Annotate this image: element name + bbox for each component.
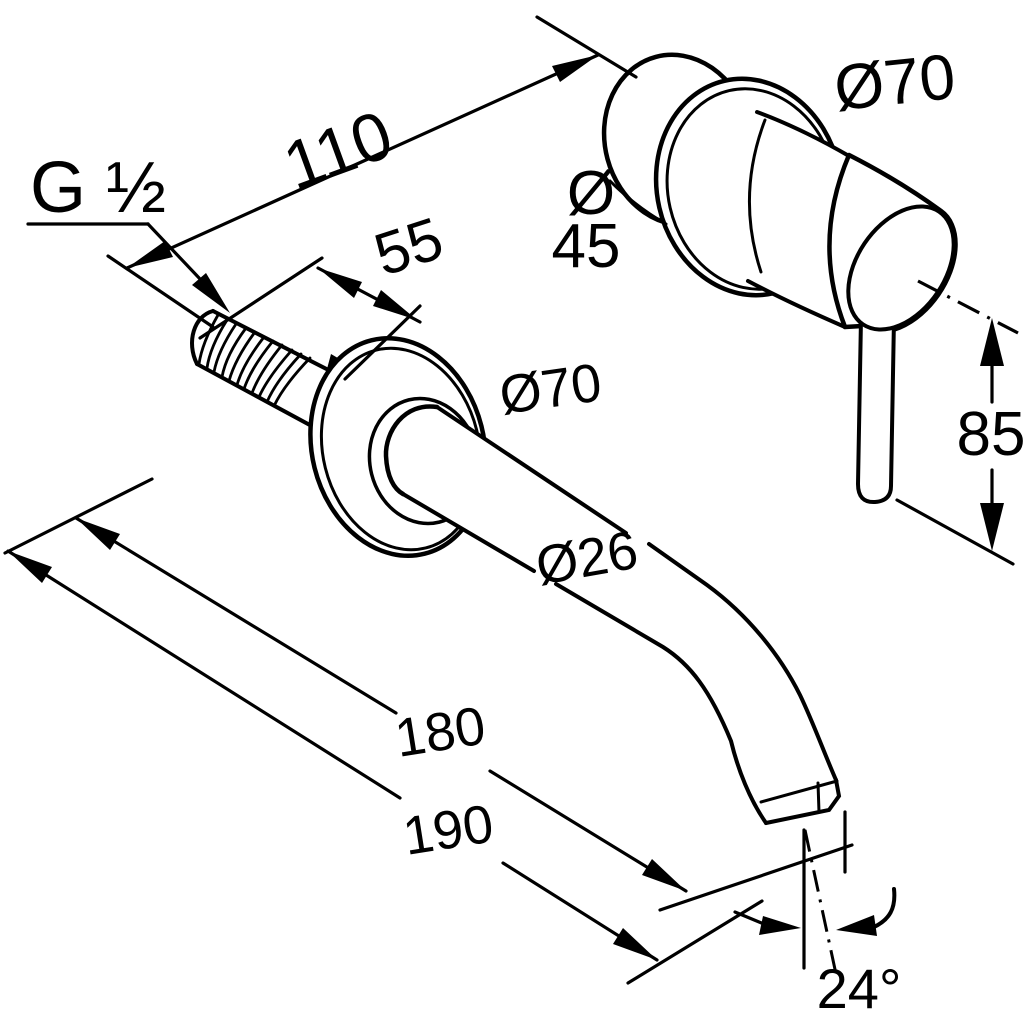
aerator-ring-line	[759, 779, 839, 804]
arrowhead	[318, 268, 362, 298]
spout-fill	[385, 406, 839, 823]
handle-unit	[601, 52, 958, 505]
spout-bottom-edge-lower	[554, 582, 768, 825]
dim-g12-thread: G ½	[26, 148, 230, 313]
dim-110-line	[125, 53, 600, 270]
arrowhead	[76, 518, 120, 550]
arrowhead	[373, 290, 417, 320]
handle-body-diameter-value: 45	[552, 212, 621, 281]
arrowhead	[759, 916, 801, 935]
spout-top-edge	[435, 405, 628, 535]
aerator-face	[764, 778, 842, 825]
thread-hatching	[197, 313, 312, 408]
arrowhead	[552, 55, 598, 82]
arrowhead	[980, 503, 1004, 551]
arrowhead	[980, 318, 1004, 366]
dim-85-label: 85	[957, 400, 1026, 469]
pipe-end-cap	[190, 309, 215, 366]
arrowhead	[836, 915, 877, 936]
arrowhead	[8, 551, 52, 583]
dim-180-line-left	[74, 516, 398, 715]
dim-o45: Ø 45	[552, 159, 668, 281]
handle-rosette-diameter-label: Ø70	[831, 40, 959, 124]
handle-centerline	[917, 279, 1019, 335]
dim-180: 180	[3, 477, 854, 912]
dim-85-tick	[895, 498, 1015, 566]
handle-body-diameter-symbol: Ø	[567, 159, 615, 228]
dim-180-tick	[658, 843, 854, 912]
dim-110-extension-right	[535, 15, 638, 79]
handle-neck-rear-arc	[747, 118, 767, 274]
aerator-step-line	[816, 781, 821, 814]
angle-arrow-feed-line	[733, 910, 766, 926]
dim-110-extension-left	[106, 254, 215, 329]
dim-110-label: 110	[274, 96, 402, 204]
arrowhead	[127, 241, 173, 268]
angle-centerline	[803, 829, 838, 975]
dim-190: 190	[6, 549, 764, 985]
arrowhead	[642, 859, 686, 891]
arrowhead	[613, 928, 657, 960]
wall-extension-line	[3, 477, 154, 555]
dim-55-extension-left	[198, 256, 324, 340]
handle-neck-top-edge	[755, 110, 851, 158]
o45-leader-line	[608, 179, 668, 226]
dim-85: 85	[895, 279, 1026, 566]
spout-top-edge-lower	[647, 542, 838, 782]
handle-neck-bottom-edge	[746, 279, 847, 329]
spout	[383, 404, 842, 825]
dim-190-line-left	[6, 549, 402, 800]
spout-bottom-edge	[401, 492, 536, 573]
handle-lever	[855, 317, 896, 505]
dim-190-label: 190	[399, 794, 497, 867]
angle-arc	[870, 887, 897, 930]
handle-neck-fill	[748, 112, 849, 327]
spout-end-cap	[383, 404, 440, 497]
dim-180-label: 180	[391, 696, 489, 769]
angle-label: 24°	[817, 957, 902, 1020]
thread-leader-line	[146, 222, 203, 282]
thread-size-label: G ½	[30, 148, 166, 228]
dim-55-extension-right	[343, 304, 422, 381]
spout-rosette-diameter-label: Ø70	[496, 352, 605, 426]
dim-55-label: 55	[367, 204, 451, 288]
dim-24-degrees: 24°	[733, 810, 902, 1020]
arrowhead	[192, 273, 230, 313]
